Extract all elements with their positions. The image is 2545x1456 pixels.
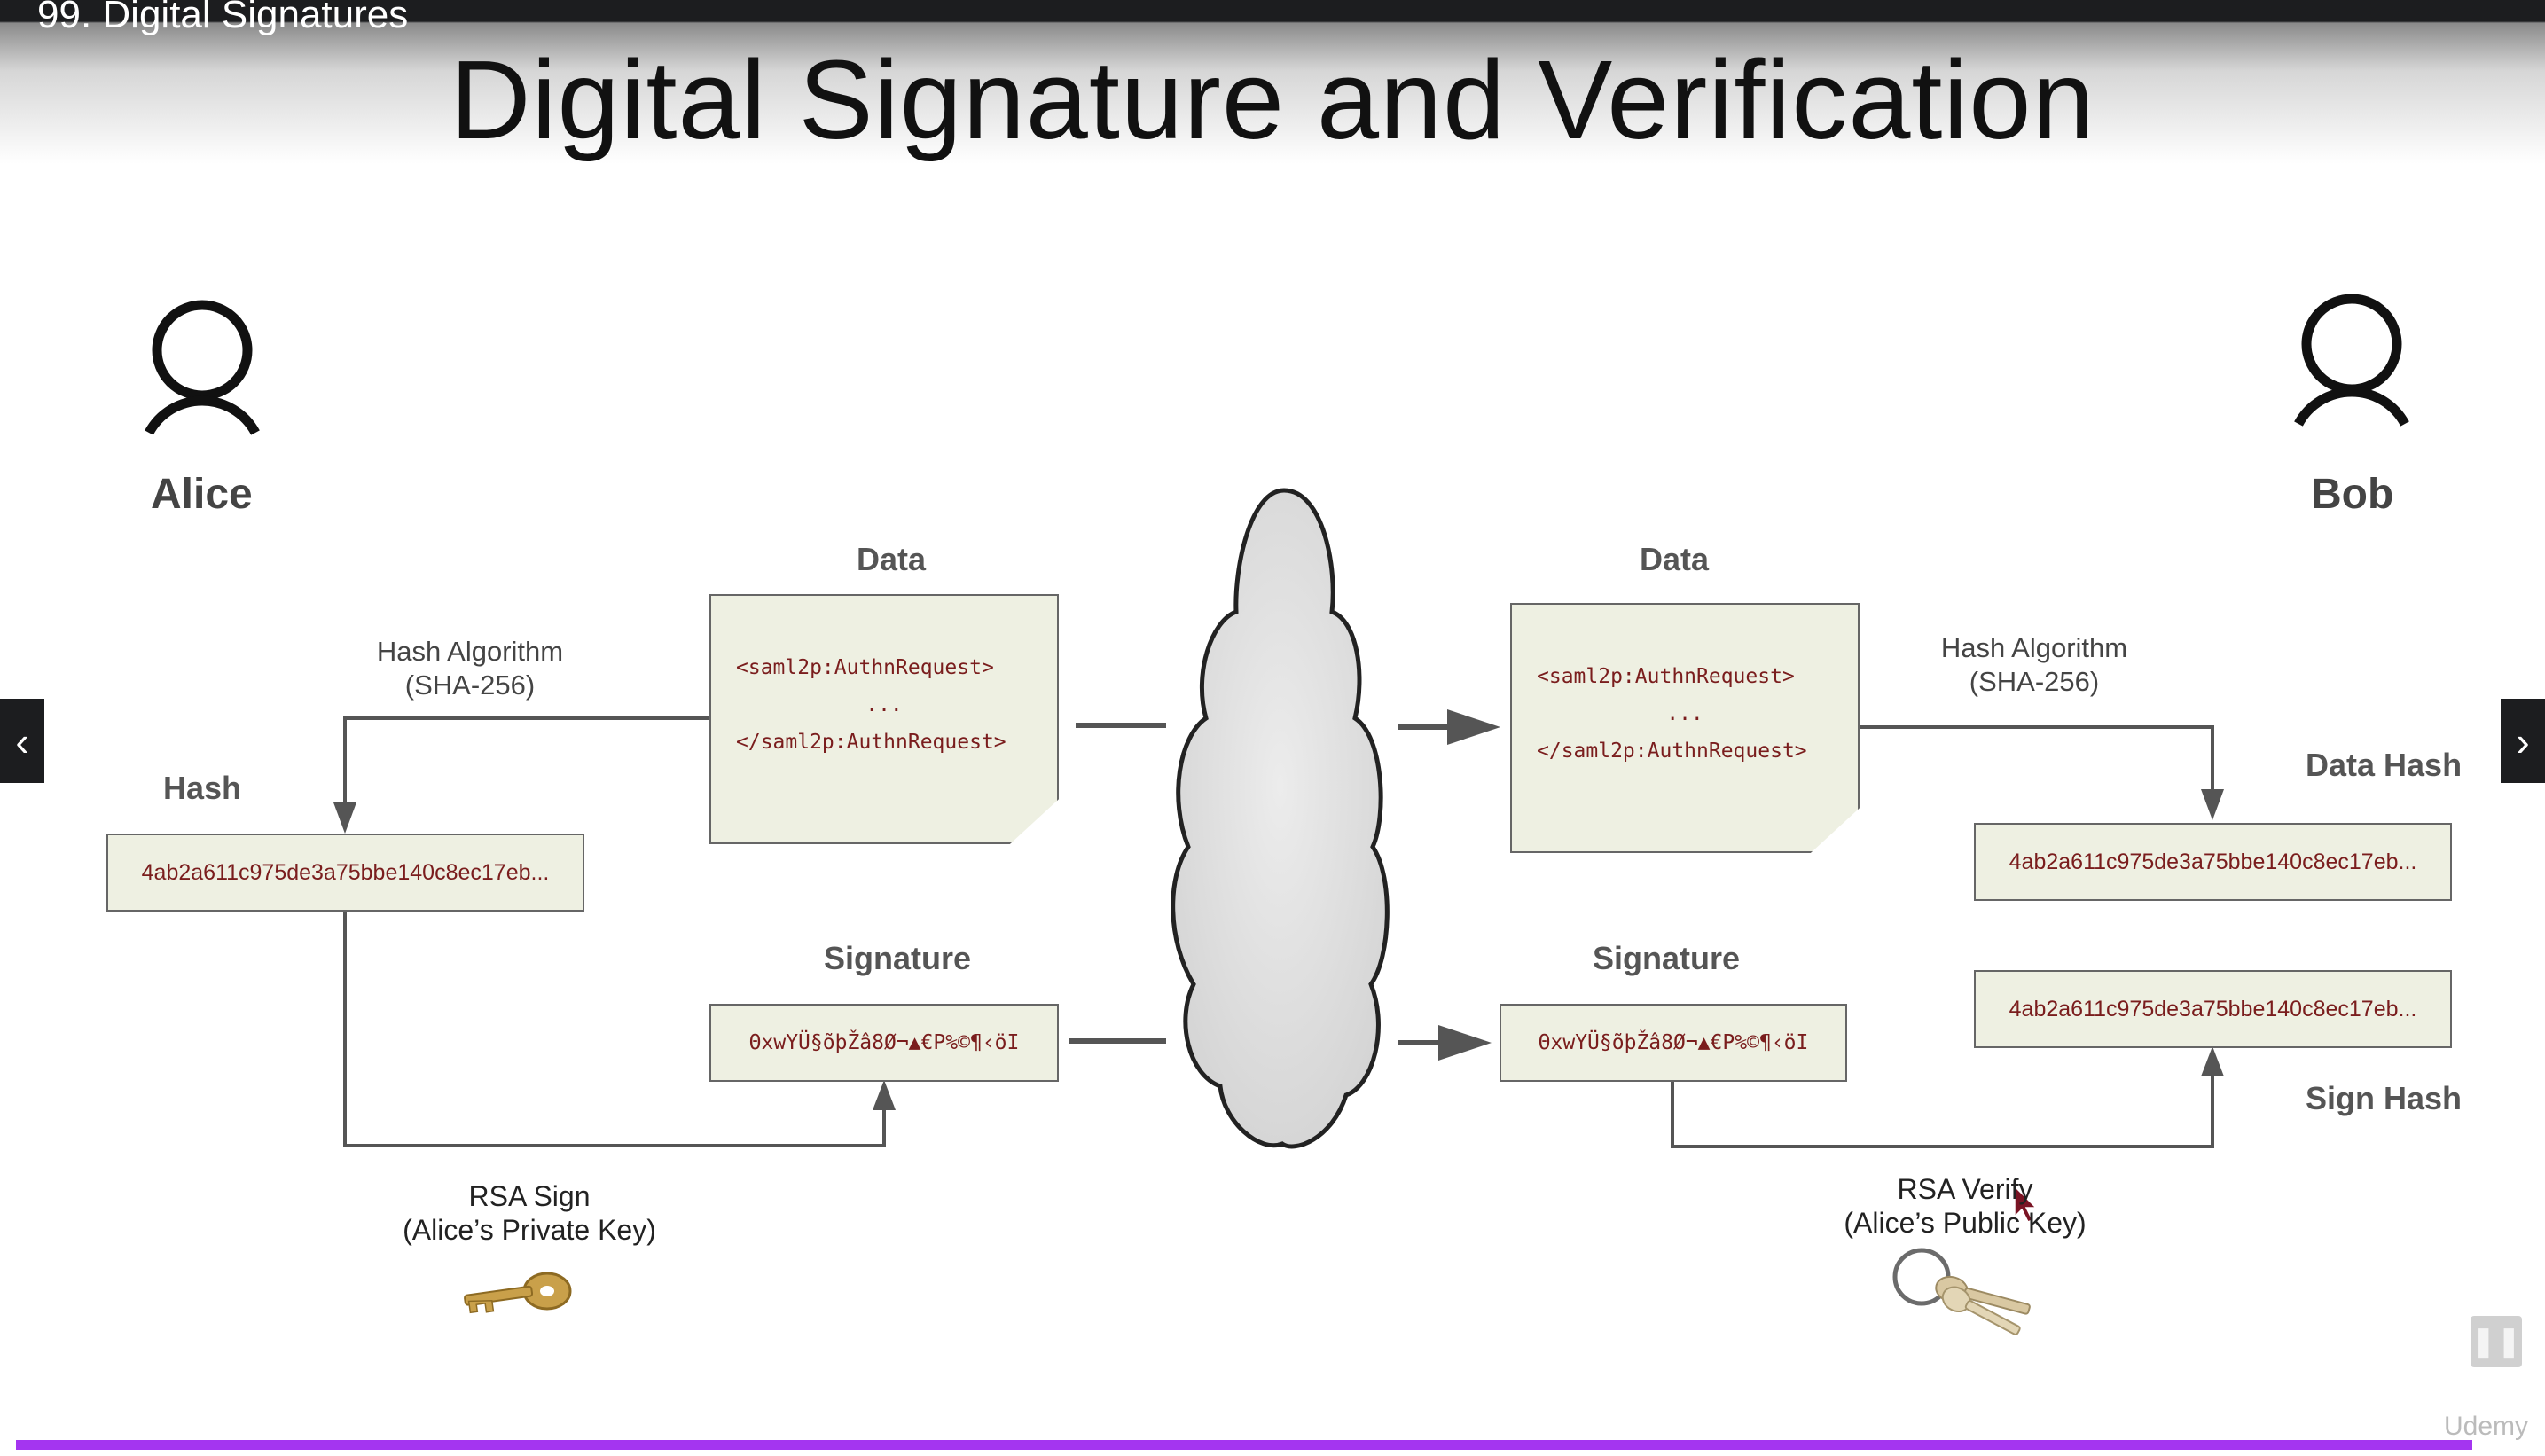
rsa-sign-line1: RSA Sign bbox=[468, 1180, 591, 1212]
arrow-signature-to-bob bbox=[1438, 1025, 1492, 1061]
slide-title: Digital Signature and Verification bbox=[450, 37, 2095, 162]
bob-data-line-dots: ... bbox=[1666, 702, 1703, 725]
sign-hash-label: Sign Hash bbox=[2306, 1080, 2463, 1116]
chevron-right-icon: › bbox=[2516, 717, 2530, 764]
alice-signature-label: Signature bbox=[824, 940, 972, 976]
alice-person-icon bbox=[145, 300, 260, 435]
bob-hash-algorithm-line1: Hash Algorithm bbox=[1940, 632, 2128, 663]
alice-data-line-close: </saml2p:AuthnRequest> bbox=[736, 731, 1006, 754]
alice-hash-algorithm: Hash Algorithm (SHA-256) bbox=[337, 635, 603, 702]
arrow-to-hash bbox=[333, 802, 356, 834]
data-hash-label: Data Hash bbox=[2306, 747, 2463, 783]
bob-data-document: <saml2p:AuthnRequest> ... </saml2p:Authn… bbox=[1510, 603, 1860, 853]
alice-data-line-dots: ... bbox=[865, 693, 903, 716]
alice-hash-algorithm-line2: (SHA-256) bbox=[404, 669, 536, 701]
rsa-sign-line2: (Alice’s Private Key) bbox=[403, 1214, 656, 1246]
alice-data-document: <saml2p:AuthnRequest> ... </saml2p:Authn… bbox=[709, 594, 1059, 844]
arrow-to-data-hash bbox=[2201, 789, 2224, 820]
bob-hash-algorithm: Hash Algorithm (SHA-256) bbox=[1901, 631, 2167, 699]
bob-name: Bob bbox=[2311, 471, 2394, 518]
gold-key-icon bbox=[464, 1272, 572, 1314]
previous-slide-button[interactable]: ‹ bbox=[0, 699, 44, 783]
alice-hash-box: 4ab2a611c975de3a75bbe140c8ec17eb... bbox=[106, 834, 584, 912]
bob-data-line-open: <saml2p:AuthnRequest> bbox=[1537, 665, 1795, 688]
bob-signature-box: ΘxwYÜ§õþŽâ8Ø¬▲€P%©¶‹öI bbox=[1500, 1004, 1847, 1082]
rsa-verify-line2: (Alice’s Public Key) bbox=[1844, 1207, 2087, 1239]
bob-person-icon bbox=[2294, 294, 2409, 427]
rsa-verify-label: RSA Verify (Alice’s Public Key) bbox=[1823, 1172, 2107, 1240]
video-top-bar bbox=[0, 0, 2545, 168]
rsa-sign-label: RSA Sign (Alice’s Private Key) bbox=[390, 1179, 669, 1247]
bob-signature-label: Signature bbox=[1593, 940, 1741, 976]
bob-sign-hash-box: 4ab2a611c975de3a75bbe140c8ec17eb... bbox=[1974, 970, 2452, 1048]
arrow-to-sign-hash bbox=[2201, 1046, 2224, 1076]
chevron-left-icon: ‹ bbox=[15, 717, 29, 764]
alice-data-line-open: <saml2p:AuthnRequest> bbox=[736, 656, 994, 679]
bob-data-line-close: </saml2p:AuthnRequest> bbox=[1537, 740, 1807, 763]
key-ring-icon bbox=[1892, 1248, 2031, 1335]
next-slide-button[interactable]: › bbox=[2501, 699, 2545, 783]
alice-signature-box: ΘxwYÜ§õþŽâ8Ø¬▲€P%©¶‹öI bbox=[709, 1004, 1059, 1082]
bob-data-label: Data bbox=[1640, 541, 1710, 577]
bob-hash-algorithm-line2: (SHA-256) bbox=[1969, 666, 2100, 697]
bob-data-hash-box: 4ab2a611c975de3a75bbe140c8ec17eb... bbox=[1974, 823, 2452, 901]
rsa-verify-line1: RSA Verify bbox=[1897, 1173, 2033, 1205]
arrow-to-signature bbox=[873, 1080, 896, 1110]
alice-data-label: Data bbox=[857, 541, 927, 577]
video-progress-bar[interactable] bbox=[16, 1440, 2472, 1450]
alice-hash-algorithm-line1: Hash Algorithm bbox=[376, 636, 564, 667]
pause-icon: ❚❚ bbox=[2471, 1325, 2522, 1358]
lesson-title: 99. Digital Signatures bbox=[37, 0, 409, 36]
udemy-watermark: Udemy bbox=[2444, 1412, 2529, 1441]
alice-name: Alice bbox=[151, 471, 253, 518]
alice-hash-label: Hash bbox=[163, 770, 242, 806]
cloud-icon bbox=[1171, 488, 1390, 1149]
pause-button[interactable]: ❚❚ bbox=[2471, 1316, 2522, 1367]
mouse-cursor-icon bbox=[2014, 1185, 2038, 1223]
arrow-data-to-bob bbox=[1447, 709, 1500, 745]
